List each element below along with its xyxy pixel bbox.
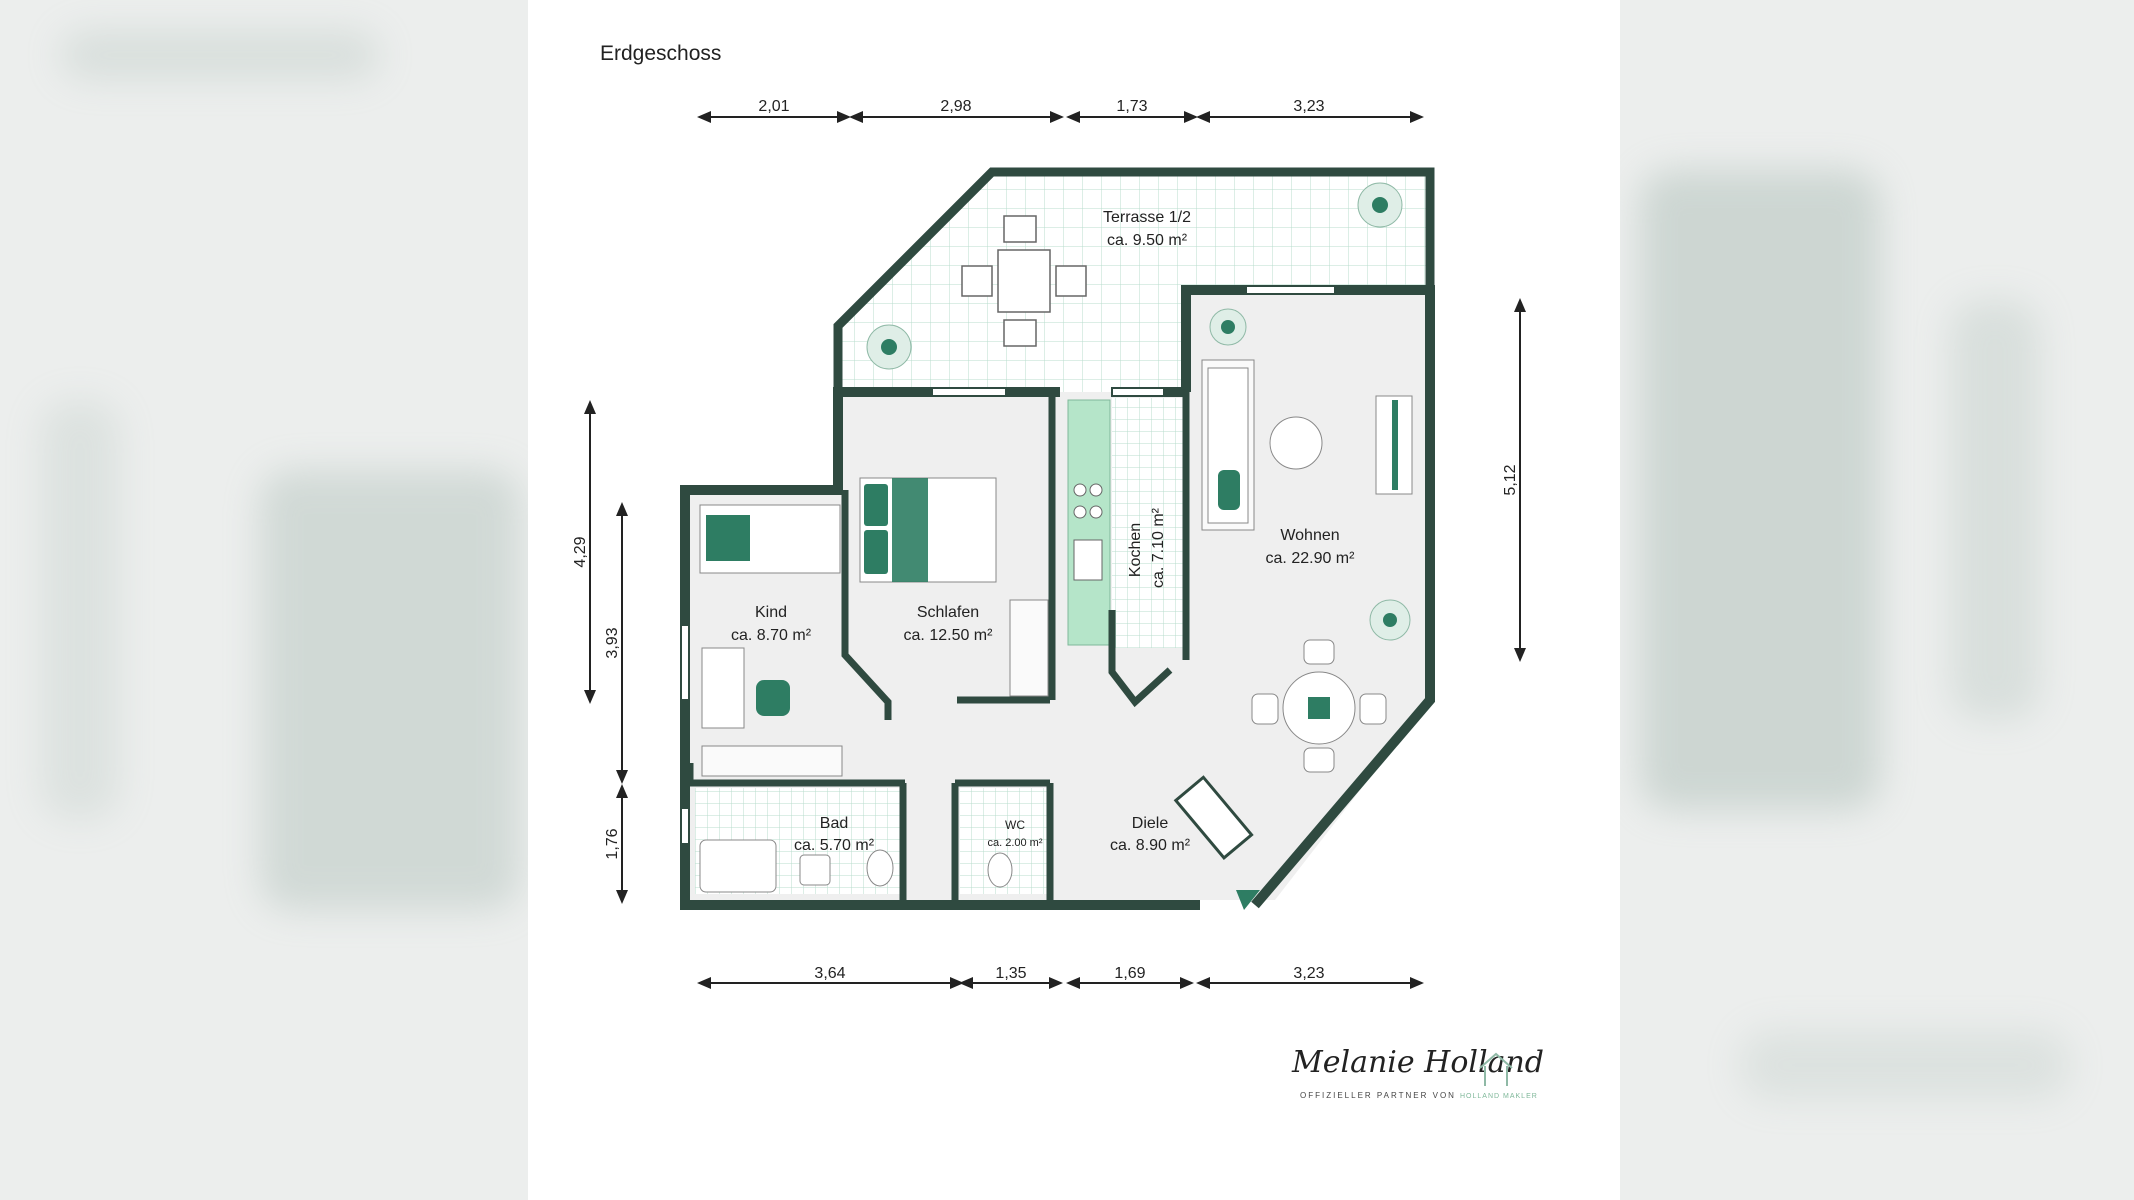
room-name-schlafen: Schlafen	[917, 604, 979, 621]
room-name-wohnen: Wohnen	[1280, 527, 1339, 544]
stove-icon	[1073, 483, 1103, 519]
plant-icon	[866, 182, 1403, 370]
interior-walls	[686, 392, 1190, 900]
kitchen-counter	[1067, 399, 1111, 646]
duvet	[892, 478, 928, 582]
dim-top-1: 2,01	[758, 98, 789, 115]
dim-right: 5,12	[1502, 464, 1519, 495]
room-area-schlafen: ca. 12.50 m²	[904, 627, 994, 644]
dim-left-lower: 1,76	[604, 828, 621, 859]
room-area-diele: ca. 8.90 m²	[1110, 837, 1191, 854]
logo-tagline: OFFIZIELLER PARTNER VON	[1300, 1091, 1456, 1100]
terrace-area	[838, 172, 1430, 392]
room-name-terrasse: Terrasse 1/2	[1103, 209, 1191, 226]
blurred-background-right	[1620, 0, 2134, 1200]
washbasin	[799, 854, 831, 886]
toilet	[987, 852, 1013, 888]
kitchen-tiles	[1112, 398, 1186, 648]
hall-cabinet	[1173, 775, 1254, 861]
dim-top-2: 2,98	[940, 98, 971, 115]
room-name-kochen: Kochen	[1127, 523, 1144, 577]
room-area-wc: ca. 2.00 m²	[987, 837, 1042, 849]
dim-bottom-3: 1,69	[1114, 965, 1145, 982]
dimension-left	[584, 400, 628, 904]
bathtub	[699, 839, 777, 893]
page-title: Erdgeschoss	[600, 42, 721, 65]
room-area-kind: ca. 8.70 m²	[731, 627, 812, 644]
entrance-marker	[1236, 890, 1260, 910]
windows	[680, 285, 1336, 845]
cabinet	[701, 745, 843, 777]
room-name-bad: Bad	[820, 815, 848, 832]
pillow	[706, 515, 750, 561]
room-area-kochen: ca. 7.10 m²	[1150, 507, 1167, 588]
desk-chair	[756, 680, 790, 716]
room-name-wc: WC	[1005, 818, 1025, 832]
desk	[701, 647, 745, 729]
dim-bottom-4: 3,23	[1293, 965, 1324, 982]
dim-left-upper: 3,93	[604, 627, 621, 658]
dim-bottom-2: 1,35	[995, 965, 1026, 982]
plant-icon	[1209, 308, 1411, 641]
coffee-table	[1269, 416, 1323, 470]
terrace-table	[961, 215, 1087, 347]
dim-left-outer: 4,29	[572, 536, 589, 567]
cushion	[1218, 470, 1240, 510]
logo-signature: Melanie Holland	[1291, 1045, 1544, 1080]
sink-icon	[1073, 539, 1103, 581]
dim-top-4: 3,23	[1293, 98, 1324, 115]
toilet	[866, 849, 894, 887]
terrace-walls	[833, 167, 1435, 392]
dim-top-3: 1,73	[1116, 98, 1147, 115]
dining-table-center	[1308, 697, 1330, 719]
wardrobe	[1009, 599, 1049, 697]
room-name-diele: Diele	[1132, 815, 1169, 832]
dim-bottom-1: 3,64	[814, 965, 845, 982]
pillows	[864, 484, 888, 574]
blurred-background-left	[0, 0, 528, 1200]
house-icon	[1479, 1052, 1513, 1086]
logo-partner: HOLLAND MAKLER	[1460, 1093, 1538, 1100]
room-area-wohnen: ca. 22.90 m²	[1266, 550, 1356, 567]
tv-icon	[1392, 400, 1398, 490]
room-name-kind: Kind	[755, 604, 787, 621]
logo: Melanie Holland OFFIZIELLER PARTNER VON …	[1291, 1045, 1544, 1100]
room-area-terrasse: ca. 9.50 m²	[1107, 232, 1188, 249]
room-area-bad: ca. 5.70 m²	[794, 837, 875, 854]
dining-chairs	[1251, 639, 1387, 773]
